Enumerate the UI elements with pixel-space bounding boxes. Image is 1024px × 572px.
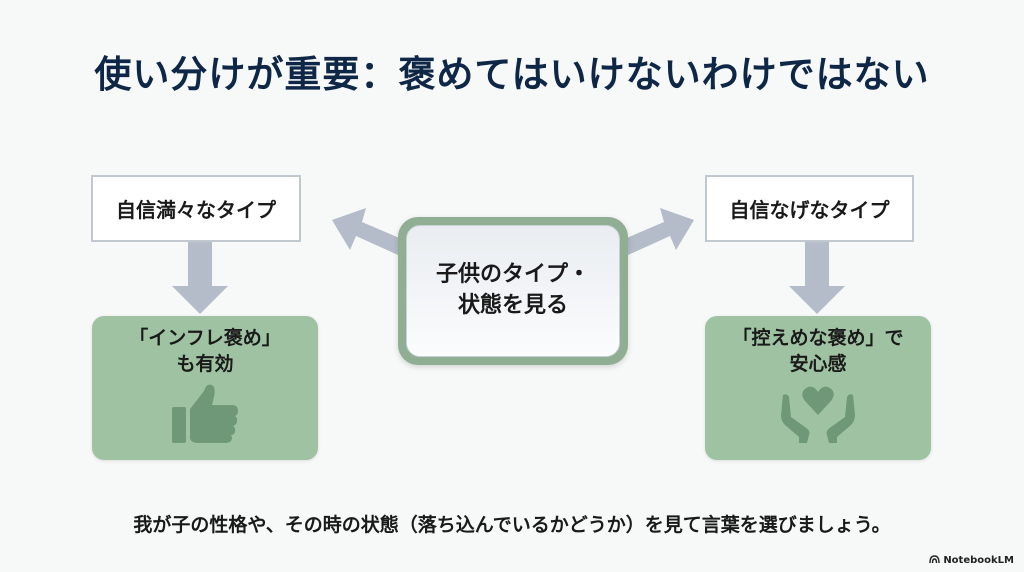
thumbs-up-icon: [170, 383, 240, 453]
notebooklm-brand: NotebookLM: [929, 554, 1014, 566]
confident-type-label: 自信満々なタイプ: [116, 198, 276, 222]
arrow-to-right-type: [622, 208, 694, 255]
modest-praise-line-1: 「控えめな褒め」で: [732, 327, 904, 349]
arrow-left-down: [172, 242, 228, 314]
brand-label: NotebookLM: [943, 554, 1014, 566]
center-line-1: 子供のタイプ・: [435, 262, 590, 288]
center-line-2: 状態を見る: [457, 293, 568, 318]
modest-praise-line-2: 安心感: [789, 352, 847, 375]
footer-message: 我が子の性格や、その時の状態（落ち込んでいるかどうか）を見て言葉を選びましょう。: [133, 514, 891, 536]
heart-in-hands-icon: [779, 383, 857, 453]
notebooklm-logo-icon: [929, 554, 941, 566]
center-node-inner: 子供のタイプ・ 状態を見る: [406, 225, 620, 357]
unconfident-type-box: 自信なげなタイプ: [705, 175, 914, 242]
inflation-praise-line-1: 「インフレ褒め」: [129, 327, 281, 349]
arrow-right-down: [789, 242, 845, 314]
confident-type-box: 自信満々なタイプ: [91, 175, 301, 242]
inflation-praise-box: 「インフレ褒め」 も有効: [92, 316, 318, 460]
unconfident-type-label: 自信なげなタイプ: [729, 198, 890, 222]
slide-title: 使い分けが重要：褒めてはいけないわけではない: [94, 53, 930, 96]
inflation-praise-line-2: も有効: [176, 352, 234, 375]
arrow-to-left-type: [332, 208, 404, 255]
center-node: 子供のタイプ・ 状態を見る: [398, 217, 628, 365]
modest-praise-box: 「控えめな褒め」で 安心感: [705, 316, 931, 460]
